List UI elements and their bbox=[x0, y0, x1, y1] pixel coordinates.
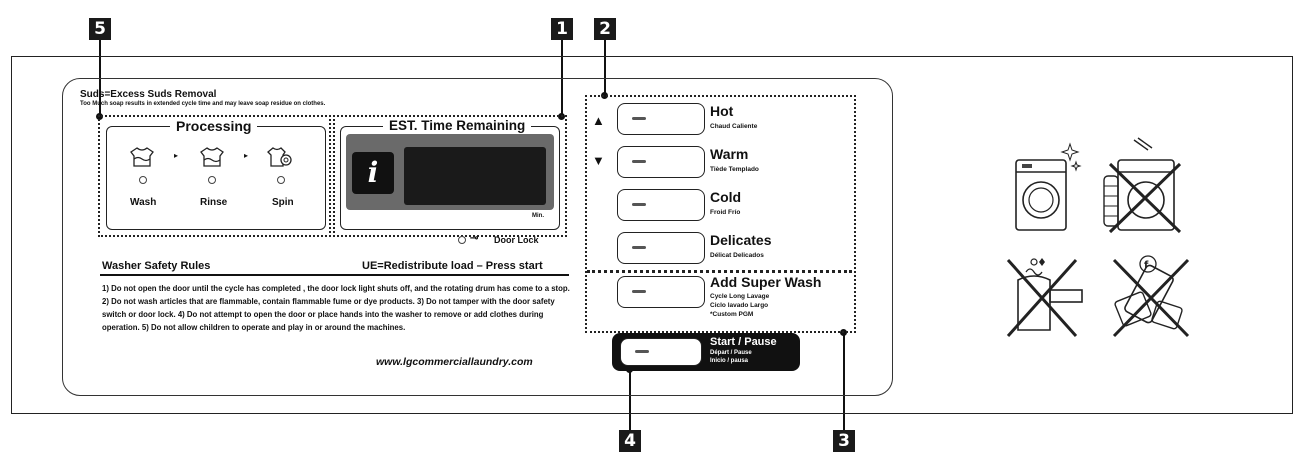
hot-button[interactable] bbox=[617, 103, 705, 135]
delicates-sublabel: Délicat Delicados bbox=[710, 252, 764, 259]
super-wash-label: Add Super Wash bbox=[710, 274, 822, 290]
safety-title: Washer Safety Rules bbox=[102, 260, 211, 272]
button-led bbox=[632, 117, 646, 120]
rinse-indicator bbox=[208, 176, 216, 184]
time-display-screen bbox=[404, 147, 546, 205]
wash-icon bbox=[130, 147, 154, 167]
step-wash-label: Wash bbox=[130, 197, 157, 208]
website-url: www.lgcommerciallaundry.com bbox=[376, 356, 533, 368]
no-hot-liquid-icon bbox=[1006, 258, 1083, 338]
no-phone-icon: f bbox=[1112, 255, 1190, 338]
delicates-button[interactable] bbox=[617, 232, 705, 264]
suds-note: Too Much soap results in extended cycle … bbox=[80, 101, 326, 107]
hot-label: Hot bbox=[710, 103, 734, 119]
super-wash-sub3: *Custom PGM bbox=[710, 311, 754, 318]
arrow-right-icon: ▸ bbox=[244, 151, 249, 160]
svg-text:f: f bbox=[1144, 260, 1149, 271]
step-rinse-label: Rinse bbox=[200, 197, 228, 208]
ue-message: UE=Redistribute load – Press start bbox=[362, 260, 543, 272]
cold-button[interactable] bbox=[617, 189, 705, 221]
add-super-wash-button[interactable] bbox=[617, 276, 705, 308]
processing-title: Processing bbox=[170, 118, 258, 134]
start-pause-sub2: Inicio / pausa bbox=[710, 358, 749, 364]
callout-4: 4 bbox=[619, 430, 641, 452]
safety-rules-text: 1) Do not open the door until the cycle … bbox=[102, 284, 570, 332]
callout-1: 1 bbox=[551, 18, 573, 40]
hot-sublabel: Chaud Caliente bbox=[710, 123, 758, 130]
rinse-icon bbox=[200, 147, 224, 167]
up-arrow-button[interactable]: ▲ bbox=[592, 113, 605, 128]
time-group-outline bbox=[333, 115, 567, 237]
super-wash-sub1: Cycle Long Lavage bbox=[710, 293, 770, 300]
button-led bbox=[635, 350, 649, 353]
safety-divider bbox=[100, 274, 569, 276]
control-panel-frame bbox=[11, 56, 1293, 414]
door-lock-indicator bbox=[458, 236, 466, 244]
start-pause-label: Start / Pause bbox=[710, 336, 777, 348]
cold-label: Cold bbox=[710, 189, 742, 205]
washer-clean-icon bbox=[1015, 142, 1082, 231]
super-wash-sub2: Ciclo lavado Largo bbox=[710, 302, 769, 309]
key-icon: ⊸ bbox=[470, 233, 479, 244]
warm-label: Warm bbox=[710, 146, 749, 162]
button-led bbox=[632, 160, 646, 163]
button-led bbox=[632, 290, 646, 293]
options-group-outline bbox=[585, 95, 856, 333]
warm-button[interactable] bbox=[617, 146, 705, 178]
button-led bbox=[632, 203, 646, 206]
options-divider bbox=[587, 270, 852, 273]
callout-2: 2 bbox=[594, 18, 616, 40]
time-unit: Min. bbox=[532, 213, 544, 219]
delicates-label: Delicates bbox=[710, 232, 772, 248]
callout-3: 3 bbox=[833, 430, 855, 452]
time-title: EST. Time Remaining bbox=[383, 118, 532, 133]
leader-line-4 bbox=[629, 370, 631, 430]
down-arrow-button[interactable]: ▼ bbox=[592, 153, 605, 168]
leader-line-2 bbox=[604, 40, 606, 96]
leader-line-3 bbox=[843, 332, 845, 430]
start-pause-button[interactable] bbox=[620, 338, 702, 366]
wash-indicator bbox=[139, 176, 147, 184]
spin-indicator bbox=[277, 176, 285, 184]
control-panel-face bbox=[62, 78, 893, 396]
warm-sublabel: Tiède Templado bbox=[710, 166, 759, 173]
door-lock-label: Door Lock bbox=[494, 235, 539, 245]
arrow-right-icon: ▸ bbox=[174, 151, 179, 160]
callout-5: 5 bbox=[89, 18, 111, 40]
no-loose-items-icon bbox=[1103, 137, 1182, 234]
button-led bbox=[632, 246, 646, 249]
info-icon: i bbox=[352, 152, 394, 194]
cold-sublabel: Froid Frío bbox=[710, 209, 741, 216]
start-pause-sub1: Départ / Pause bbox=[710, 350, 752, 356]
processing-group-outline bbox=[98, 115, 331, 237]
suds-title: Suds=Excess Suds Removal bbox=[80, 89, 217, 100]
step-spin-label: Spin bbox=[272, 197, 294, 208]
spin-icon bbox=[267, 147, 292, 167]
